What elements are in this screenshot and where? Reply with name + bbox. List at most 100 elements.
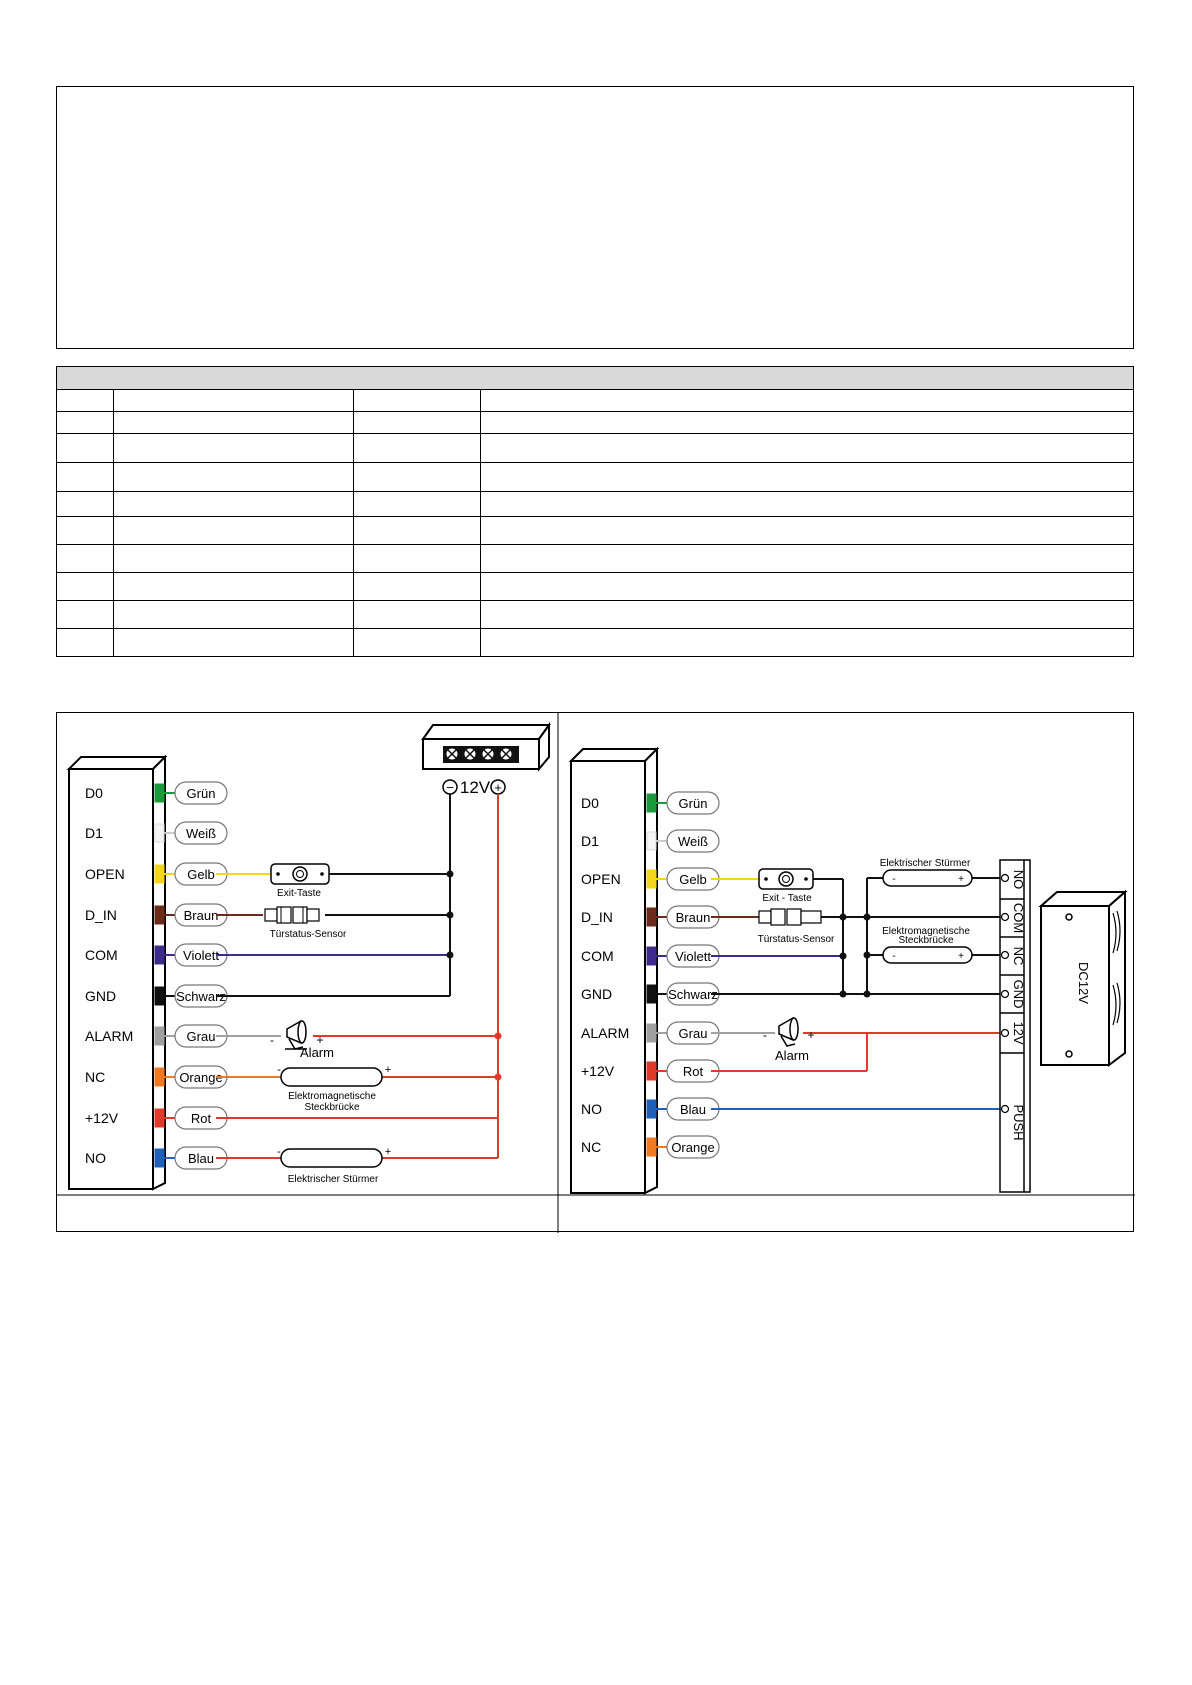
terminal-screw-icon [1000,873,1010,883]
electric-strike-label: Elektrischer Stürmer [288,1174,379,1185]
table-cell [352,433,482,463]
table-cell [56,389,114,412]
right-door-sensor-icon [758,908,822,926]
pin-label: GND [85,988,116,1004]
wire-label-pill [174,821,228,845]
terminal-screw-icon [1000,989,1010,999]
table-cell [56,491,114,517]
alarm-plus: + [316,1033,323,1047]
terminal-screw-icon [1000,950,1010,960]
terminal-label: GND [1011,980,1026,1009]
table-cell [352,389,482,412]
wire-color-tab [154,1148,165,1168]
table-cell [56,411,114,434]
terminal-label: PUSH [1011,1104,1026,1140]
wire-color-tab [646,1061,657,1081]
alarm-minus: - [270,1033,274,1047]
terminal-screw-icon [1000,912,1010,922]
table-cell [480,572,1134,601]
pin-label: +12V [581,1063,615,1079]
right-electric-strike-icon [882,869,973,887]
left-alarm-siren-icon [285,1019,307,1050]
wire-color-tab [154,823,165,843]
wire-color-label: Orange [179,1070,222,1085]
table-cell [112,411,354,434]
right-exit-button-label: Exit - Taste [762,893,812,904]
wire-color-label: Grün [679,796,708,811]
table-cell [112,433,354,463]
exit-button-label: Exit-Taste [277,888,321,899]
table-cell [56,516,114,545]
right-strike-label: Elektrischer Stürmer [880,858,971,869]
wire-label-pill [174,781,228,805]
pin-label: D0 [85,785,103,801]
pin-label: ALARM [581,1025,629,1041]
table-cell [480,628,1134,657]
table-cell [112,389,354,412]
wire-label-pill [666,791,720,815]
wire-label-pill [666,829,720,853]
wire-color-tab [154,1067,165,1087]
right-alarm-label: Alarm [775,1048,809,1063]
pin-label: NC [85,1069,105,1085]
pin-label: GND [581,986,612,1002]
wire-color-label: Gelb [679,872,706,887]
pin-label: OPEN [85,866,125,882]
wire-color-tab [646,869,657,889]
wire-color-tab [646,831,657,851]
wire-color-label: Schwarz [176,989,226,1004]
terminal-label: 12V [1011,1021,1026,1044]
table-cell [352,491,482,517]
strike-minus: - [277,1146,281,1158]
table-cell [56,572,114,601]
pin-label: NO [581,1101,602,1117]
terminal-label: NC [1011,947,1026,966]
pin-label: +12V [85,1110,119,1126]
wire-color-tab [154,1108,165,1128]
table-cell [112,600,354,629]
info-box [56,86,1134,349]
psu-minus-sign: − [446,780,454,795]
terminal-label: NO [1011,870,1026,890]
wire-color-tab [154,905,165,925]
wire-color-label: Grün [187,786,216,801]
wire-color-tab [154,783,165,803]
table-cell [480,462,1134,492]
terminal-screw-icon [1000,1104,1010,1114]
right-strike-plus: + [958,874,964,885]
table-cell [56,600,114,629]
table-row [56,544,1134,573]
wire-color-label: Braun [184,908,219,923]
wire-color-label: Rot [683,1064,704,1079]
table-cell [56,462,114,492]
wire-color-label: Schwarz [668,987,718,1002]
table-cell [352,411,482,434]
maglock-minus: - [277,1064,281,1076]
wire-color-label: Violett [183,948,219,963]
left-door-sensor-icon [264,906,320,924]
table-row [56,411,1134,434]
wire-color-tab [154,945,165,965]
left-maglock-icon [280,1067,383,1087]
table-cell [112,516,354,545]
table-row [56,433,1134,463]
table-cell [480,411,1134,434]
pin-label: D_IN [85,907,117,923]
table-cell [112,628,354,657]
table-cell [480,544,1134,573]
wire-color-tab [646,1137,657,1157]
wire-color-label: Blau [188,1151,214,1166]
psu-plus-sign: + [494,780,502,795]
dc12v-label: DC12V [1076,962,1091,1004]
table-cell [56,628,114,657]
pin-label: D1 [581,833,599,849]
table-cell [112,544,354,573]
left-controller-body [68,768,154,1190]
table-cell [352,516,482,545]
table-cell [112,491,354,517]
wire-color-tab [646,1023,657,1043]
